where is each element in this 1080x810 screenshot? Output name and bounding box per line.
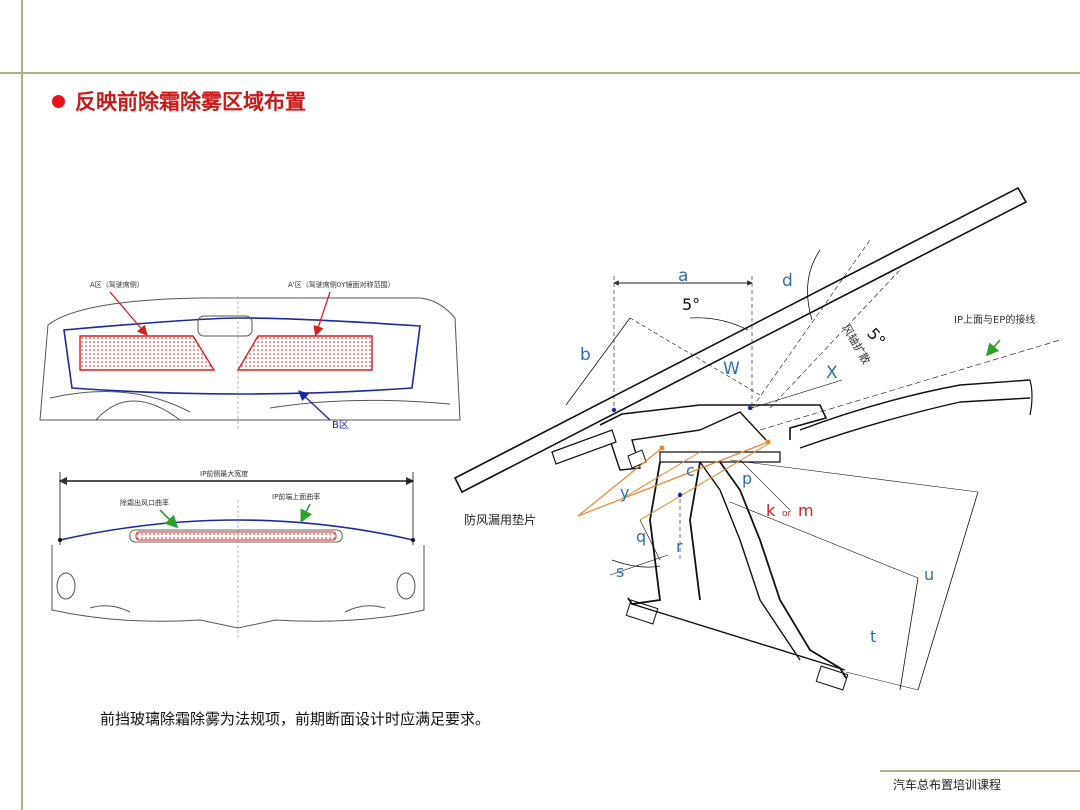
dim-a-label: a xyxy=(678,266,688,286)
dim-or-label: or xyxy=(782,509,792,519)
dim-b-label: b xyxy=(580,345,591,365)
ip-max-width-label: IP前侧最大宽度 xyxy=(200,469,248,478)
zone-a-passenger-label: A'区（驾驶席侧0Y镜面对称范围） xyxy=(288,280,394,289)
seal-gasket-label: 防风漏用垫片 xyxy=(464,512,536,527)
dim-s-label: s xyxy=(616,562,624,581)
dim-y-label: y xyxy=(620,483,629,502)
footer-divider xyxy=(880,770,1080,772)
slide-title: 反映前除霜除雾区域布置 xyxy=(52,86,306,116)
airflow-spread-label: 风轴扩散 xyxy=(839,322,873,367)
dim-p-label: p xyxy=(742,469,752,488)
bullet-icon xyxy=(52,94,65,108)
dim-k-label: k xyxy=(766,501,776,520)
tangent-line-label: IP上面与EP的接线 xyxy=(954,313,1035,326)
slide-caption: 前挡玻璃除霜除雾为法规项，前期断面设计时应满足要求。 xyxy=(100,710,491,728)
slide-title-text: 反映前除霜除雾区域布置 xyxy=(75,89,306,114)
dim-u-label: u xyxy=(924,565,934,584)
windshield-front-view xyxy=(39,291,461,430)
dim-m-label: m xyxy=(798,501,814,520)
defroster-section-view xyxy=(453,186,1061,691)
course-footer: 汽车总布置培训课程 xyxy=(893,778,1002,792)
dim-d-label: d xyxy=(782,271,793,291)
dim-t-label: t xyxy=(870,627,876,646)
dim-c-label: c xyxy=(686,461,695,480)
dim-q-label: q xyxy=(636,527,646,546)
zone-b-label: B区 xyxy=(332,419,349,431)
angle-1-label: 5° xyxy=(682,295,700,314)
frame-horizontal-line xyxy=(0,72,1080,74)
outlet-curvature-label: 除霜出风口曲率 xyxy=(120,498,169,507)
dim-w-label: W xyxy=(723,359,740,379)
dim-x-label: X xyxy=(826,363,838,383)
dim-r-label: r xyxy=(676,537,683,556)
frame-vertical-line xyxy=(21,0,23,810)
zone-a-driver-label: A区（驾驶席侧） xyxy=(90,280,144,289)
ip-top-view xyxy=(51,472,425,640)
ip-top-curvature-label: IP前端上面曲率 xyxy=(272,492,320,501)
angle-2-label: 5° xyxy=(863,324,889,350)
